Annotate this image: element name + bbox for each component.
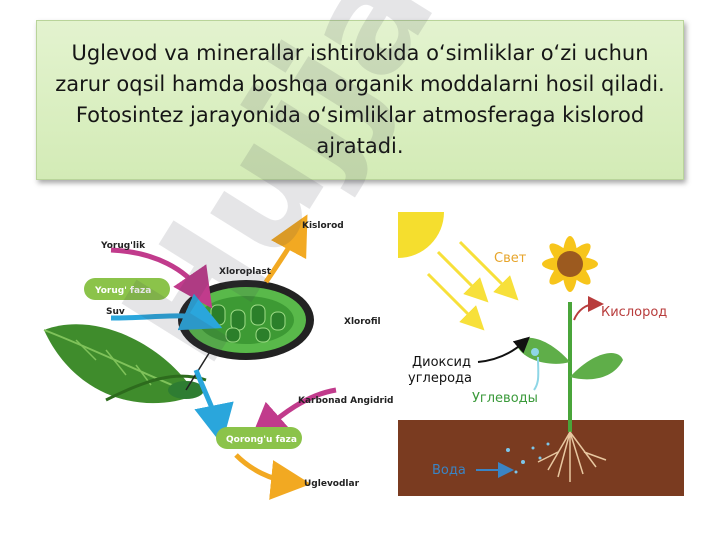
- title-box: Uglevod va minerallar ishtirokida oʻsiml…: [36, 20, 684, 180]
- co2-arrow: [249, 387, 337, 444]
- sun-ray-3: [426, 272, 485, 331]
- sun-ray-1: [436, 250, 489, 303]
- label-oxygen: Кислород: [601, 305, 667, 320]
- oxygen-arrow: [573, 296, 604, 321]
- label-oxygen: Kislorod: [302, 221, 344, 231]
- light-arrow: [110, 247, 213, 309]
- oxygen-arrow: [263, 214, 308, 284]
- label-chlorophyll: Xlorofil: [344, 317, 381, 327]
- sun-corner: [398, 212, 444, 258]
- carbohydrate-arrow: [234, 453, 311, 500]
- chloroplast-diagram: Kislorod Yorug'lik Xloroplast Yorug' faz…: [43, 214, 393, 500]
- sun-ray-2: [458, 240, 519, 301]
- label-dark-phase: Qorong'u faza: [226, 435, 297, 445]
- label-carbohydrates: Uglevodlar: [304, 479, 360, 489]
- label-chloroplast: Xloroplast: [219, 267, 272, 277]
- leaf-illustration: [43, 324, 207, 404]
- label-light-phase: Yorug' faza: [94, 286, 151, 296]
- slide-paragraph: Uglevod va minerallar ishtirokida oʻsiml…: [55, 41, 665, 158]
- label-carbohydrates: Углеводы: [472, 391, 538, 406]
- carbohydrate-arrow: [533, 356, 540, 391]
- label-co2: Karbonad Angidrid: [298, 396, 393, 406]
- label-light: Yorug'lik: [100, 241, 146, 251]
- sunflower-diagram: Свет Кислород Диоксид углерода Углеводы …: [398, 212, 684, 496]
- light-phase-pill: [84, 278, 170, 300]
- sky-background: [398, 212, 684, 420]
- water-droplets: [506, 442, 550, 474]
- label-water: Вода: [432, 463, 466, 478]
- blue-down-arrow: [193, 369, 234, 445]
- co2-arrow: [477, 336, 530, 363]
- label-co2-line2: углерода: [408, 371, 472, 386]
- label-water: Suv: [106, 307, 125, 317]
- plant-roots: [537, 431, 607, 482]
- label-co2-line1: Диоксид: [412, 355, 471, 370]
- water-arrow: [110, 293, 223, 331]
- dark-phase-pill: [216, 427, 302, 449]
- label-light: Свет: [494, 251, 527, 266]
